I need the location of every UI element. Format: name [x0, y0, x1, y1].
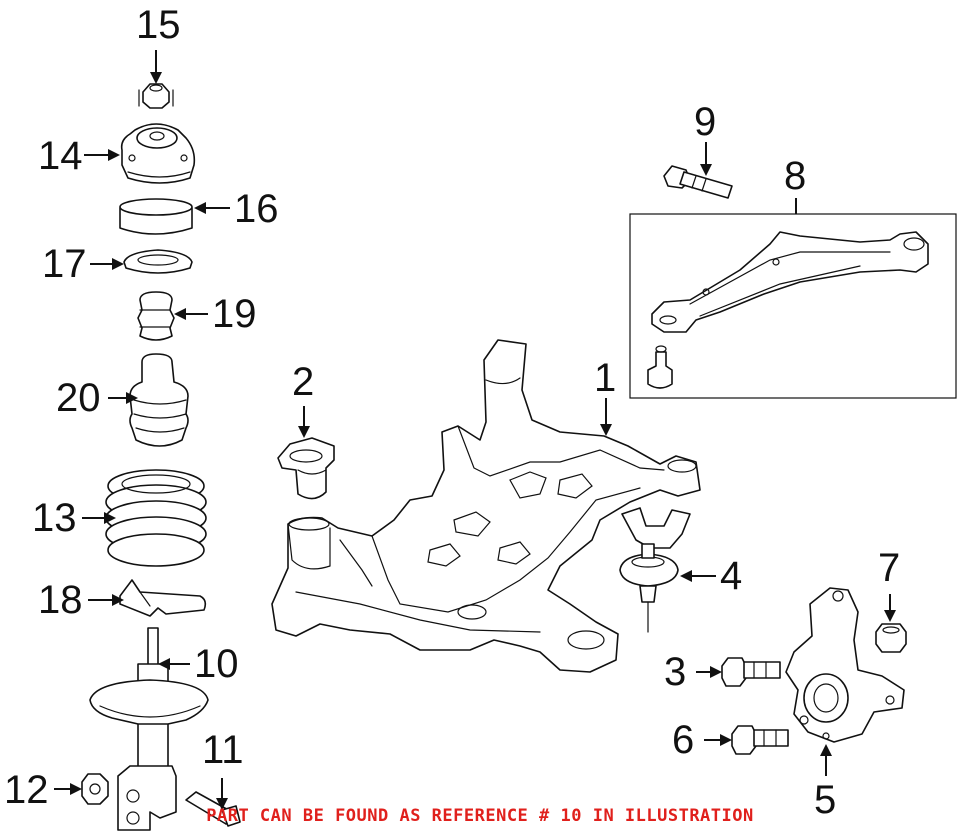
callout-18: 18 [38, 578, 83, 622]
part-4-mount [619, 507, 691, 633]
callout-17: 17 [42, 242, 87, 286]
part-9-bolt [663, 165, 733, 199]
callout-10: 10 [194, 642, 239, 686]
part-12-nut [81, 773, 109, 805]
callout-8: 8 [784, 154, 807, 198]
part-16-bearing [119, 198, 193, 235]
part-6-bolt [731, 725, 789, 755]
part-13-coil-spring [105, 469, 207, 567]
callout-13: 13 [32, 496, 77, 540]
part-18-spring-isolator [119, 579, 207, 617]
part-19-bump-stop [137, 291, 175, 341]
callout-11: 11 [202, 728, 244, 772]
callout-16: 16 [234, 187, 279, 231]
part-8-inset-box [629, 213, 957, 399]
callout-14: 14 [38, 134, 83, 178]
part-1-crossmember [271, 339, 701, 673]
callout-20: 20 [56, 376, 101, 420]
part-2-bushing [277, 437, 335, 500]
callout-9: 9 [694, 100, 717, 144]
part-14-strut-mount [120, 123, 196, 184]
callout-3: 3 [664, 650, 687, 694]
callout-7: 7 [878, 546, 901, 590]
callout-19: 19 [212, 292, 257, 336]
callout-4: 4 [720, 554, 743, 598]
callout-1: 1 [594, 356, 617, 400]
callout-2: 2 [292, 360, 315, 404]
part-15-strut-nut [138, 83, 174, 109]
part-20-dust-boot [129, 353, 189, 447]
callout-12: 12 [4, 768, 49, 812]
callout-6: 6 [672, 718, 695, 762]
part-3-bolt [721, 657, 781, 687]
part-11-bolt [185, 791, 241, 827]
callout-15: 15 [136, 3, 181, 47]
part-10-strut [89, 627, 209, 831]
reference-note: PART CAN BE FOUND AS REFERENCE # 10 IN I… [206, 806, 754, 826]
part-8-control-arm [647, 231, 929, 389]
part-5-knuckle [785, 587, 905, 743]
leader-arrows [54, 50, 896, 810]
callout-5: 5 [814, 778, 837, 822]
part-17-spring-seat [123, 249, 193, 274]
part-7-nut [875, 623, 907, 653]
